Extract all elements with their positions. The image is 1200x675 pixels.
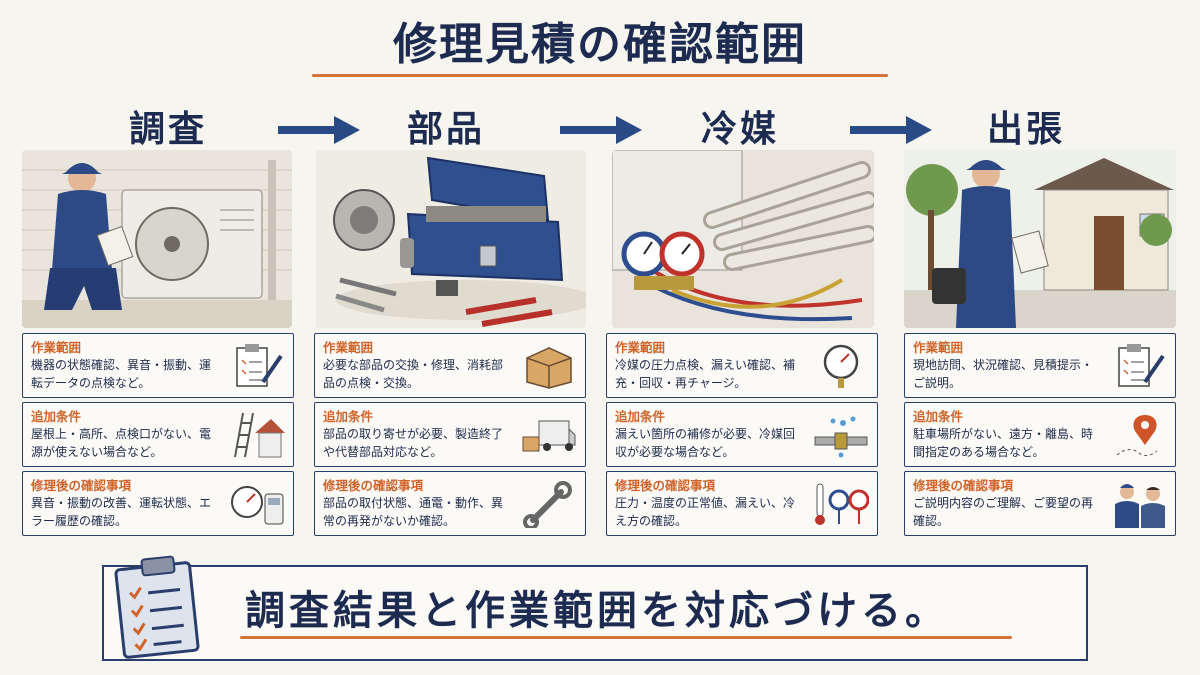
flow-arrow-icon bbox=[560, 116, 642, 144]
card-heading: 作業範囲 bbox=[615, 340, 666, 355]
step-title-refrigerant: 冷媒 bbox=[700, 109, 779, 150]
card-text: 現地訪問、状況確認、見積提示・ご説明。 bbox=[913, 358, 1094, 390]
card-text: 機器の状態確認、異音・振動、運転データの点検など。 bbox=[31, 358, 212, 390]
card-text: 冷媒の圧力点検、漏えい確認、補充・回収・再チャージ。 bbox=[615, 358, 796, 390]
gauge-remote-icon bbox=[231, 486, 284, 525]
card-heading: 作業範囲 bbox=[323, 340, 374, 355]
card-text: ご説明内容のご理解、ご要望の再確認。 bbox=[913, 496, 1094, 528]
thermometer-gauges-icon bbox=[815, 483, 869, 525]
card-text: 屋根上・高所、点検口がない、電源が使えない場合など。 bbox=[31, 427, 212, 459]
ladder-roof-icon bbox=[234, 412, 285, 458]
conclusion-underline bbox=[240, 636, 1012, 639]
card-heading: 修理後の確認事項 bbox=[913, 478, 1014, 493]
flow-arrow-icon bbox=[850, 116, 932, 144]
card-text: 駐車場所がない、遠方・離島、時間指定のある場合など。 bbox=[913, 427, 1094, 459]
card-text: 異音・振動の改善、運転状態、エラー履歴の確認。 bbox=[31, 496, 212, 528]
card-parts-conditions: 追加条件 部品の取り寄せが必要、製造終了や代替部品対応など。 bbox=[314, 402, 586, 467]
card-heading: 追加条件 bbox=[323, 409, 374, 424]
title-underline bbox=[312, 74, 888, 77]
card-survey-scope: 作業範囲 機器の状態確認、異音・振動、運転データの点検など。 bbox=[22, 333, 294, 398]
delivery-truck-icon bbox=[522, 420, 576, 452]
card-text: 漏えい箇所の補修が必要、冷媒回収が必要な場合など。 bbox=[615, 427, 796, 459]
parts-toolbox-illustration bbox=[316, 150, 586, 328]
card-heading: 作業範囲 bbox=[31, 340, 82, 355]
card-refrigerant-after-check: 修理後の確認事項 圧力・温度の正常値、漏えい、冷え方の確認。 bbox=[606, 471, 878, 536]
card-visit-scope: 作業範囲 現地訪問、状況確認、見積提示・ご説明。 bbox=[904, 333, 1176, 398]
card-visit-after-check: 修理後の確認事項 ご説明内容のご理解、ご要望の再確認。 bbox=[904, 471, 1176, 536]
card-survey-conditions: 追加条件 屋根上・高所、点検口がない、電源が使えない場合など。 bbox=[22, 402, 294, 467]
card-refrigerant-scope: 作業範囲 冷媒の圧力点検、漏えい確認、補充・回収・再チャージ。 bbox=[606, 333, 878, 398]
checklist-clipboard-icon bbox=[114, 555, 200, 659]
card-refrigerant-conditions: 追加条件 漏えい箇所の補修が必要、冷媒回収が必要な場合など。 bbox=[606, 402, 878, 467]
step-title-visit: 出張 bbox=[986, 109, 1065, 150]
card-heading: 追加条件 bbox=[615, 409, 666, 424]
card-heading: 修理後の確認事項 bbox=[615, 478, 716, 493]
pressure-gauge-icon bbox=[823, 344, 859, 388]
map-pin-icon bbox=[1116, 415, 1158, 457]
step-title-parts: 部品 bbox=[406, 109, 485, 150]
card-heading: 追加条件 bbox=[913, 409, 964, 424]
card-heading: 作業範囲 bbox=[913, 340, 964, 355]
card-parts-after-check: 修理後の確認事項 部品の取付状態、通電・動作、異常の再発がないか確認。 bbox=[314, 471, 586, 536]
card-heading: 追加条件 bbox=[31, 409, 82, 424]
clipboard-pen-icon bbox=[236, 344, 283, 387]
card-visit-conditions: 追加条件 駐車場所がない、遠方・離島、時間指定のある場合など。 bbox=[904, 402, 1176, 467]
technician-inspecting-ac-illustration bbox=[22, 150, 292, 328]
card-survey-after-check: 修理後の確認事項 異音・振動の改善、運転状態、エラー履歴の確認。 bbox=[22, 471, 294, 536]
wrench-icon bbox=[523, 481, 572, 528]
card-parts-scope: 作業範囲 必要な部品の交換・修理、消耗部品の点検・交換。 bbox=[314, 333, 586, 398]
clipboard-pen-icon bbox=[1118, 344, 1165, 387]
conclusion-box bbox=[102, 565, 1088, 661]
card-heading: 修理後の確認事項 bbox=[31, 478, 132, 493]
box-icon bbox=[526, 347, 572, 389]
step-title-survey: 調査 bbox=[128, 109, 207, 150]
card-heading: 修理後の確認事項 bbox=[323, 478, 424, 493]
conclusion-text: 調査結果と作業範囲を対応づける。 bbox=[245, 588, 949, 634]
conversation-icon bbox=[1115, 484, 1165, 528]
page-title: 修理見積の確認範囲 bbox=[393, 19, 807, 70]
card-text: 部品の取り寄せが必要、製造終了や代替部品対応など。 bbox=[323, 427, 504, 459]
card-text: 圧力・温度の正常値、漏えい、冷え方の確認。 bbox=[615, 496, 796, 528]
card-text: 部品の取付状態、通電・動作、異常の再発がないか確認。 bbox=[323, 496, 504, 528]
flow-arrow-icon bbox=[278, 116, 360, 144]
leaking-pipe-icon bbox=[814, 416, 868, 458]
refrigerant-gauges-pipes-illustration bbox=[612, 150, 874, 328]
technician-house-visit-illustration bbox=[904, 150, 1176, 328]
card-text: 必要な部品の交換・修理、消耗部品の点検・交換。 bbox=[323, 358, 504, 390]
